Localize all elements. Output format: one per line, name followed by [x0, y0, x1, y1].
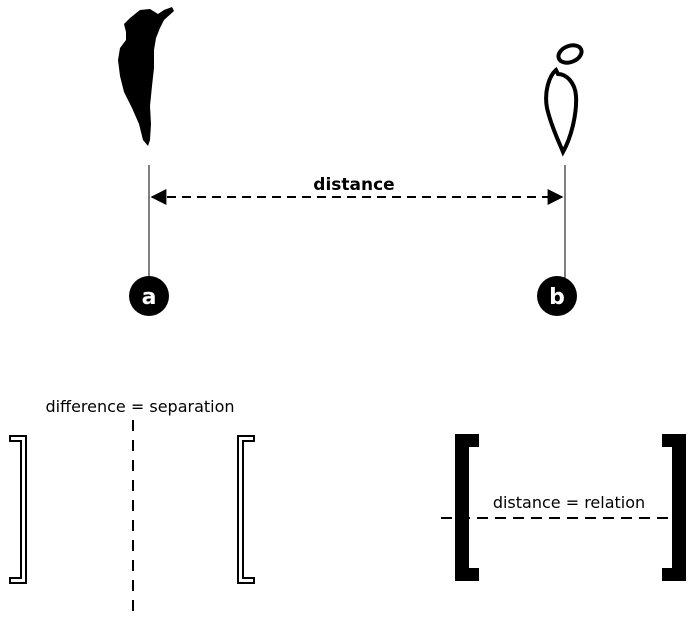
point-b-label: b: [549, 285, 565, 310]
distance-label: distance: [313, 175, 394, 195]
point-b-circle: [537, 276, 577, 316]
right-bold-bracket: [662, 434, 686, 581]
point-a-label: a: [142, 285, 157, 310]
difference-caption: difference = separation: [45, 397, 234, 416]
black-figure-icon: [118, 7, 174, 146]
right-open-bracket-outline: [237, 435, 255, 584]
relation-caption: distance = relation: [493, 493, 645, 512]
outline-figure-icon: [544, 43, 584, 157]
point-a-circle: [129, 276, 169, 316]
left-open-bracket-outline: [9, 435, 27, 584]
left-bold-bracket: [455, 434, 479, 581]
